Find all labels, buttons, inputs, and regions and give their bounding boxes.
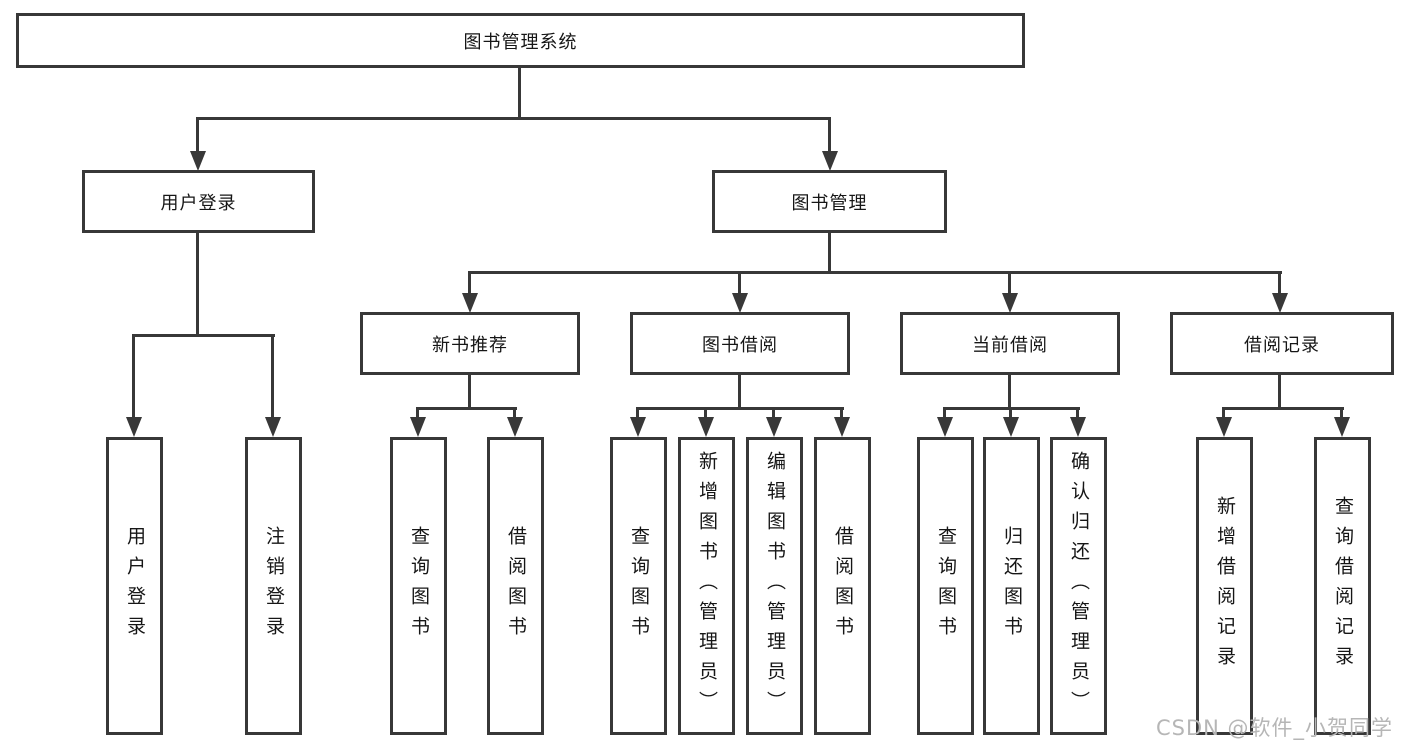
connector-drop-book-mgmt: [828, 117, 831, 154]
leaf-borrow-book-new: 借阅图书: [487, 437, 544, 735]
connector-book-borrow-bar: [636, 407, 844, 410]
connector-drop-leaf: [416, 407, 419, 419]
node-borrow-record: 借阅记录: [1170, 312, 1394, 375]
leaf-query-borrow-record: 查询借阅记录: [1314, 437, 1371, 735]
connector-drop-leaf: [1222, 407, 1225, 419]
connector-borrow-record-bar: [1222, 407, 1344, 410]
connector-current-borrow-stem: [1008, 373, 1011, 410]
connector-user-login-stem: [196, 231, 199, 337]
connector-level3-bar: [468, 271, 1282, 274]
node-label: 当前借阅: [972, 334, 1048, 356]
node-book-borrow: 图书借阅: [630, 312, 850, 375]
connector-borrow-record-stem: [1278, 373, 1281, 410]
node-current-borrow: 当前借阅: [900, 312, 1120, 375]
connector-book-borrow-stem: [738, 373, 741, 410]
connector-new-book-bar: [416, 407, 517, 410]
arrow-down-icon: [1003, 417, 1019, 437]
leaf-add-borrow-record: 新增借阅记录: [1196, 437, 1253, 735]
arrow-down-icon: [937, 417, 953, 437]
arrow-down-icon: [834, 417, 850, 437]
connector-root-stem: [518, 66, 521, 119]
csdn-watermark: CSDN @软件_小贺同学: [1156, 716, 1394, 740]
leaf-query-book-borrow: 查询图书: [610, 437, 667, 735]
arrow-down-icon: [732, 293, 748, 313]
connector-drop-leaf: [1340, 407, 1343, 419]
connector-drop-leaf: [636, 407, 639, 419]
connector-drop-new-book: [468, 271, 471, 294]
leaf-label: 归还图书: [1001, 526, 1023, 646]
leaf-query-book-new: 查询图书: [390, 437, 447, 735]
connector-drop-leaf: [772, 407, 775, 419]
leaf-label: 借阅图书: [832, 526, 854, 646]
leaf-label: 用户登录: [124, 526, 146, 646]
arrow-down-icon: [190, 151, 206, 171]
connector-drop-user-login: [196, 117, 199, 154]
connector-drop-leaf: [1009, 407, 1012, 419]
leaf-add-book-admin: 新增图书（管理员）: [678, 437, 735, 735]
connector-drop-current-borrow: [1008, 271, 1011, 294]
node-book-management: 图书管理: [712, 170, 947, 233]
leaf-label: 查询借阅记录: [1332, 496, 1354, 676]
node-label: 用户登录: [160, 192, 237, 214]
leaf-logout: 注销登录: [245, 437, 302, 735]
leaf-edit-book-admin: 编辑图书（管理员）: [746, 437, 803, 735]
arrow-down-icon: [462, 293, 478, 313]
arrow-down-icon: [265, 417, 281, 437]
leaf-return-book: 归还图书: [983, 437, 1040, 735]
node-label: 图书借阅: [702, 334, 778, 356]
node-label: 借阅记录: [1244, 334, 1320, 356]
leaf-confirm-return-admin: 确认归还（管理员）: [1050, 437, 1107, 735]
connector-book-mgmt-stem: [828, 231, 831, 274]
connector-drop-leaf: [943, 407, 946, 419]
arrow-down-icon: [410, 417, 426, 437]
connector-drop-leaf: [271, 334, 274, 418]
connector-drop-leaf: [513, 407, 516, 419]
leaf-label: 新增借阅记录: [1214, 496, 1236, 676]
connector-new-book-stem: [468, 373, 471, 410]
arrow-down-icon: [1272, 293, 1288, 313]
node-user-login: 用户登录: [82, 170, 315, 233]
arrow-down-icon: [1070, 417, 1086, 437]
connector-drop-borrow-record: [1278, 271, 1281, 294]
leaf-query-book-current: 查询图书: [917, 437, 974, 735]
arrow-down-icon: [1334, 417, 1350, 437]
leaf-label: 编辑图书（管理员）: [764, 451, 786, 721]
leaf-label: 注销登录: [263, 526, 285, 646]
node-root: 图书管理系统: [16, 13, 1025, 68]
connector-drop-leaf: [132, 334, 135, 418]
connector-user-login-bar: [132, 334, 275, 337]
node-label: 图书管理系统: [463, 31, 578, 53]
leaf-label: 确认归还（管理员）: [1068, 451, 1090, 721]
leaf-borrow-book: 借阅图书: [814, 437, 871, 735]
arrow-down-icon: [1002, 293, 1018, 313]
leaf-label: 查询图书: [935, 526, 957, 646]
arrow-down-icon: [630, 417, 646, 437]
arrow-down-icon: [822, 151, 838, 171]
connector-drop-leaf: [1076, 407, 1079, 419]
arrow-down-icon: [126, 417, 142, 437]
leaf-label: 新增图书（管理员）: [696, 451, 718, 721]
arrow-down-icon: [698, 417, 714, 437]
arrow-down-icon: [507, 417, 523, 437]
arrow-down-icon: [1216, 417, 1232, 437]
connector-drop-leaf: [840, 407, 843, 419]
connector-root-bar: [196, 117, 831, 120]
leaf-user-login: 用户登录: [106, 437, 163, 735]
leaf-label: 查询图书: [628, 526, 650, 646]
leaf-label: 借阅图书: [505, 526, 527, 646]
node-label: 图书管理: [791, 192, 868, 214]
node-new-book-recommend: 新书推荐: [360, 312, 580, 375]
connector-drop-book-borrow: [738, 271, 741, 294]
node-label: 新书推荐: [432, 334, 508, 356]
leaf-label: 查询图书: [408, 526, 430, 646]
connector-drop-leaf: [704, 407, 707, 419]
arrow-down-icon: [766, 417, 782, 437]
